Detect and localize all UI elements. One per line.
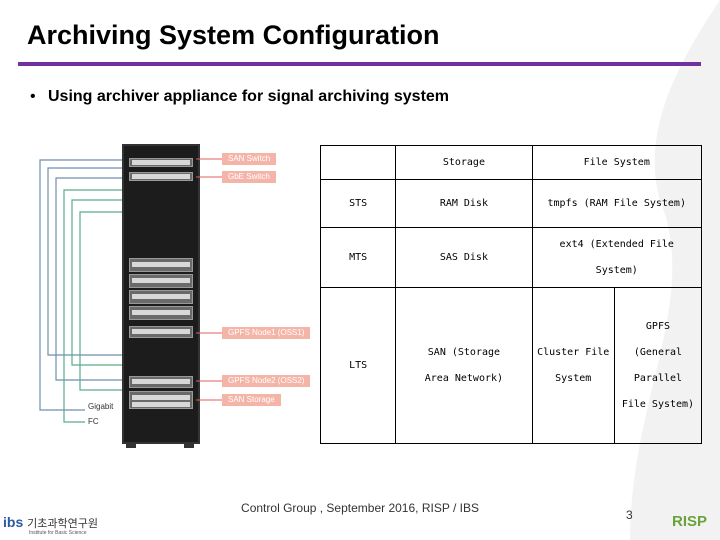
header-empty-cell (319, 145, 397, 180)
bullet-item: • Using archiver appliance for signal arc… (30, 88, 449, 106)
callout-gpfs-node1: GPFS Node1 (OSS1) (222, 327, 311, 339)
table-row-lts: LTS SAN (Storage Area Network) Cluster F… (319, 287, 703, 444)
title-underline (18, 62, 701, 66)
table-row-sts: STS RAM Disk tmpfs (RAM File System) (319, 179, 702, 228)
gigabit-cable (39, 159, 125, 411)
gigabit-cable (47, 167, 125, 356)
bullet-marker: • (30, 88, 36, 105)
cable-diagram (39, 159, 125, 423)
callout-san-switch: SAN Switch (222, 153, 277, 165)
fc-cable (79, 211, 125, 391)
row-label-lts: LTS (319, 287, 397, 444)
callout-lines (196, 158, 222, 401)
sts-file-system: tmpfs (RAM File System) (531, 179, 702, 228)
gpfs-node2-unit (129, 376, 193, 388)
sts-storage: RAM Disk (395, 179, 533, 228)
gpfs-node1-unit (129, 326, 193, 338)
callout-gbe-switch: GbE Switch (222, 171, 276, 183)
bullet-text: Using archiver appliance for signal arch… (48, 88, 450, 105)
legend-gigabit: Gigabit (88, 402, 114, 411)
server-unit (129, 258, 193, 272)
fc-cable (63, 189, 125, 423)
callout-gpfs-node2: GPFS Node2 (OSS2) (222, 375, 311, 387)
lts-file-system: GPFS (General Parallel File System) (613, 287, 703, 444)
ibs-logo-subtext: Institute for Basic Science (29, 530, 87, 536)
table-header-row: Storage File System (319, 145, 702, 180)
footer-text: Control Group , September 2016, RISP / I… (241, 501, 479, 515)
mts-storage: SAS Disk (395, 227, 533, 288)
san-storage-unit (129, 391, 193, 409)
table-row-mts: MTS SAS Disk ext4 (Extended File System) (319, 227, 702, 288)
row-label-mts: MTS (319, 227, 397, 288)
server-unit (129, 274, 193, 288)
ibs-logo-text: 기초과학연구원 (27, 518, 98, 530)
rack-foot (126, 444, 136, 448)
ibs-logo: ibs 기초과학연구원 Institute for Basic Science (3, 514, 98, 536)
san-switch-unit (129, 158, 193, 167)
fc-cable (71, 199, 125, 366)
rack-foot (184, 444, 194, 448)
lts-storage: SAN (Storage Area Network) (395, 287, 533, 444)
lts-cluster-file-system: Cluster File System (531, 287, 615, 444)
risp-logo: RISP (672, 513, 708, 530)
header-file-system: File System (531, 145, 702, 180)
ibs-logo-mark: ibs (3, 514, 24, 530)
header-storage: Storage (395, 145, 533, 180)
callout-san-storage: SAN Storage (222, 394, 281, 406)
slide-title: Archiving System Configuration (27, 20, 440, 50)
gigabit-cable (55, 177, 125, 381)
server-unit (129, 290, 193, 304)
row-label-sts: STS (319, 179, 397, 228)
mts-file-system: ext4 (Extended File System) (531, 227, 702, 288)
server-unit (129, 306, 193, 320)
archiving-config-table: Storage File System STS RAM Disk tmpfs (… (319, 145, 703, 444)
page-number: 3 (626, 508, 633, 522)
server-rack (122, 144, 200, 444)
legend-fc: FC (88, 417, 99, 426)
gbe-switch-unit (129, 172, 193, 181)
